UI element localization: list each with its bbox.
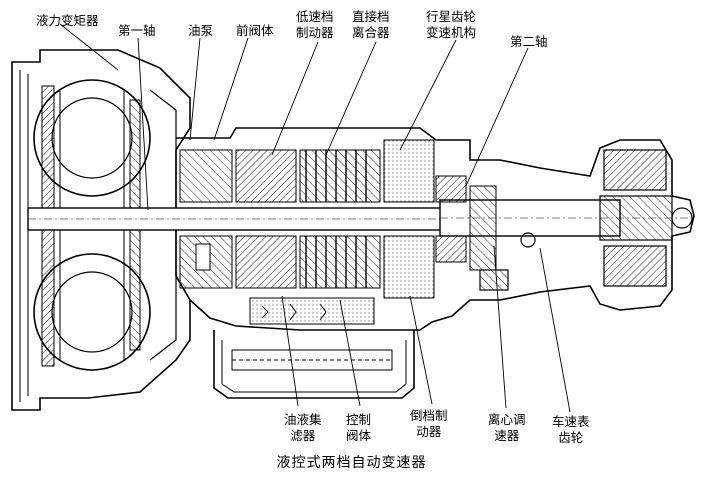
clutch-brake-drawing — [235, 139, 497, 299]
label-oil-filter: 油液集 滤器 — [284, 412, 322, 444]
label-direct-clutch-line1: 直接档 — [352, 9, 390, 24]
oil-pump-drawing — [179, 149, 233, 289]
label-second-shaft: 第二轴 — [510, 34, 548, 49]
label-oil-pump: 油泵 — [188, 23, 214, 38]
label-oil-filter-line2: 滤器 — [290, 428, 316, 443]
label-governor-line2: 速器 — [494, 428, 520, 443]
label-control-valve-line2: 阀体 — [346, 428, 372, 443]
rear-housing-drawing — [479, 149, 693, 291]
label-governor: 离心调 速器 — [488, 412, 526, 444]
label-planetary-gear: 行星齿轮 变速机构 — [426, 9, 476, 41]
control-valve-drawing — [231, 297, 393, 371]
leader-lines — [59, 23, 571, 413]
label-planetary-gear-line2: 变速机构 — [426, 25, 477, 40]
label-oil-filter-line1: 油液集 — [284, 412, 322, 427]
label-low-brake-line2: 制动器 — [296, 25, 334, 40]
label-planetary-gear-line1: 行星齿轮 — [426, 9, 477, 24]
label-direct-clutch: 直接档 离合器 — [352, 9, 390, 41]
label-low-brake-line1: 低速档 — [296, 9, 334, 24]
label-low-brake: 低速档 制动器 — [296, 9, 334, 41]
label-torque-converter: 液力变矩器 — [36, 13, 99, 28]
label-first-shaft: 第一轴 — [118, 23, 156, 38]
label-speedometer-gear-line2: 齿轮 — [558, 430, 584, 445]
label-reverse-brake: 倒档制 动器 — [410, 408, 448, 440]
label-governor-line1: 离心调 — [488, 412, 526, 427]
label-reverse-brake-line2: 动器 — [416, 424, 442, 439]
label-control-valve-line1: 控制 — [346, 412, 372, 427]
label-front-valve-body: 前阀体 — [236, 23, 274, 38]
label-direct-clutch-line2: 离合器 — [352, 25, 390, 40]
label-speedometer-gear: 车速表 齿轮 — [552, 414, 590, 446]
figure-caption: 液控式两档自动变速器 — [276, 455, 427, 471]
label-reverse-brake-line1: 倒档制 — [410, 408, 448, 423]
label-speedometer-gear-line1: 车速表 — [552, 414, 590, 429]
label-control-valve: 控制 阀体 — [346, 412, 371, 444]
main-shaft-drawing — [27, 195, 690, 241]
